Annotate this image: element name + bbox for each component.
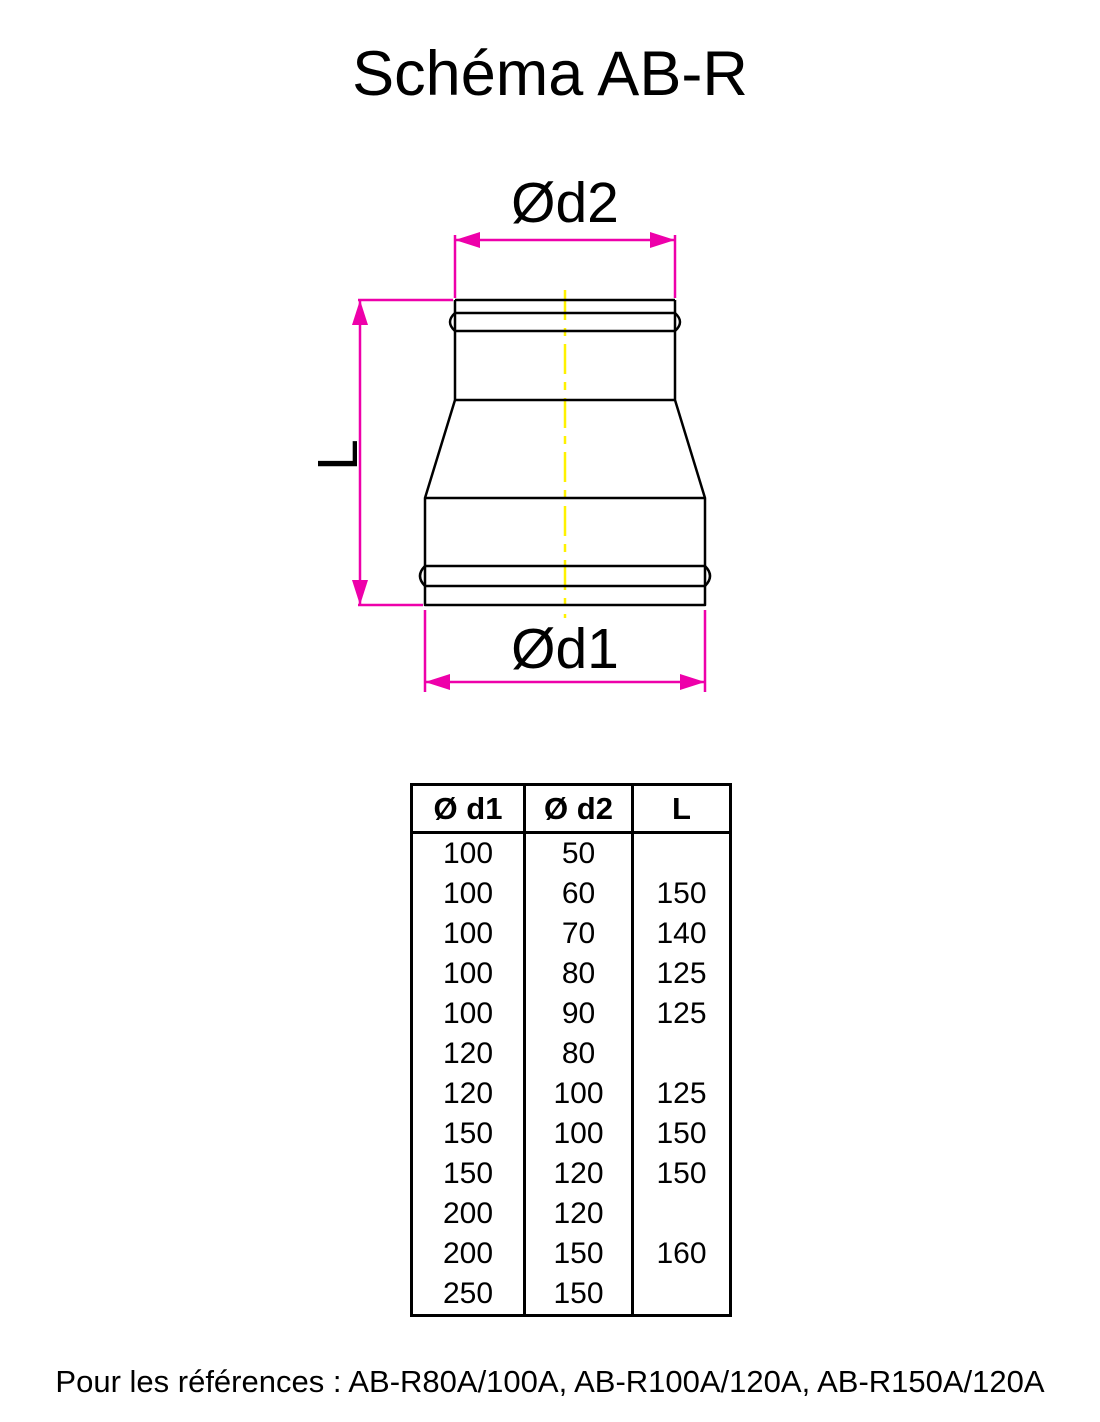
cell-d1: 100	[442, 957, 494, 990]
bottom-bead-right-bulge	[704, 565, 712, 587]
cell-d1: 100	[442, 917, 494, 950]
cell-d2: 100	[523, 1114, 633, 1154]
reducer-diagram: Ød2 L	[306, 171, 712, 692]
length-dimension-arrows	[352, 300, 368, 605]
page-title: Schéma AB-R	[352, 39, 748, 109]
cell-L: 125	[631, 1074, 731, 1114]
cell-d1: 250	[442, 1277, 494, 1310]
reducer-outline	[418, 298, 712, 607]
cell-L	[631, 1274, 731, 1316]
length-dimension-label: L	[306, 439, 370, 471]
bottom-diameter-dimension	[423, 610, 707, 692]
cell-L	[631, 832, 731, 874]
table-header-d2: Ø d2	[523, 784, 633, 834]
cell-L	[631, 1034, 731, 1074]
table-row: 250 150	[412, 1274, 731, 1316]
table-header: Ø d1 Ø d2 L	[411, 784, 731, 834]
cell-d1: 150	[442, 1157, 494, 1190]
cell-d1: 200	[442, 1197, 494, 1230]
cell-L	[631, 1194, 731, 1234]
cell-L: 160	[631, 1234, 731, 1274]
references-note: Pour les références : AB-R80A/100A, AB-R…	[55, 1364, 1045, 1399]
cell-L: 140	[631, 914, 731, 954]
cell-d1: 100	[442, 837, 494, 870]
table-row: 150 100 150	[412, 1114, 731, 1154]
table-header-L: L	[631, 784, 731, 834]
table-row: 120 80	[412, 1034, 731, 1074]
cell-d1: 100	[442, 997, 494, 1030]
cell-d2: 90	[523, 994, 633, 1034]
cell-d1: 100	[442, 877, 494, 910]
d2-dimension-label: Ød2	[511, 171, 619, 235]
cell-d1: 120	[442, 1077, 494, 1110]
bottom-bead-left-bulge	[418, 565, 426, 587]
top-diameter-dimension	[453, 235, 677, 298]
dimensions-table: Ø d1 Ø d2 L 100 50 100 60 150 100 70 140	[410, 783, 732, 1317]
cell-L: 125	[631, 994, 731, 1034]
cell-d2: 70	[523, 914, 633, 954]
cell-d2: 100	[523, 1074, 633, 1114]
cell-d2: 50	[523, 832, 633, 874]
top-bead-left-bulge	[448, 312, 456, 332]
table-header-d1: Ø d1	[411, 784, 525, 834]
top-diameter-arrows	[455, 232, 675, 248]
reducer-body	[423, 300, 707, 607]
bottom-diameter-arrows	[425, 674, 705, 690]
table-row: 100 80 125	[412, 954, 731, 994]
table-row: 120 100 125	[412, 1074, 731, 1114]
table-row: 100 60 150	[412, 874, 731, 914]
cell-d1: 150	[442, 1117, 494, 1150]
cell-d2: 120	[523, 1154, 633, 1194]
cell-d1: 200	[442, 1237, 494, 1270]
table-row: 100 50	[412, 832, 731, 874]
cell-d2: 80	[523, 954, 633, 994]
table-row: 100 70 140	[412, 914, 731, 954]
table-body: 100 50 100 60 150 100 70 140 100 80 125 …	[412, 832, 731, 1316]
cell-d1: 120	[442, 1037, 494, 1070]
table-row: 100 90 125	[412, 994, 731, 1034]
cell-L: 150	[631, 874, 731, 914]
top-bead-right-bulge	[674, 312, 682, 332]
cell-L: 150	[631, 1114, 731, 1154]
cell-d2: 150	[523, 1274, 633, 1316]
cell-d2: 60	[523, 874, 633, 914]
length-dimension	[358, 298, 453, 607]
d1-dimension-label: Ød1	[511, 617, 619, 681]
table-row: 200 150 160	[412, 1234, 731, 1274]
cell-d2: 150	[523, 1234, 633, 1274]
cell-L: 125	[631, 954, 731, 994]
cell-d2: 120	[523, 1194, 633, 1234]
table-header-row: Ø d1 Ø d2 L	[411, 784, 731, 834]
cell-d2: 80	[523, 1034, 633, 1074]
cell-L: 150	[631, 1154, 731, 1194]
table-row: 150 120 150	[412, 1154, 731, 1194]
table-row: 200 120	[412, 1194, 731, 1234]
